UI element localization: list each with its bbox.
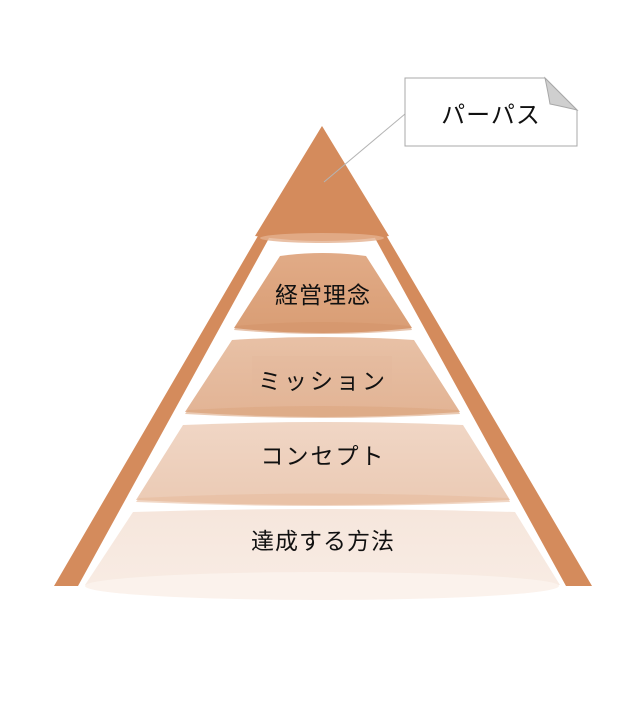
callout-fold: [544, 76, 579, 111]
layer-3-shape: [136, 422, 510, 505]
layer-4-shape: [85, 509, 560, 593]
layer-3-label: コンセプト: [260, 444, 386, 470]
callout-connector: [323, 113, 406, 183]
frame-right-leg: [322, 126, 592, 586]
layer-1-shape: [234, 253, 412, 333]
layer-1-label: 経営理念: [275, 283, 371, 309]
apex-triangle: [255, 126, 389, 241]
layer-2-shape: [185, 337, 460, 417]
callout-label: パーパス: [441, 100, 541, 129]
layer-2-label: ミッション: [258, 369, 388, 395]
layer-4-label: 達成する方法: [251, 529, 395, 555]
callout-box: [404, 77, 578, 147]
frame-left-leg: [54, 126, 322, 586]
